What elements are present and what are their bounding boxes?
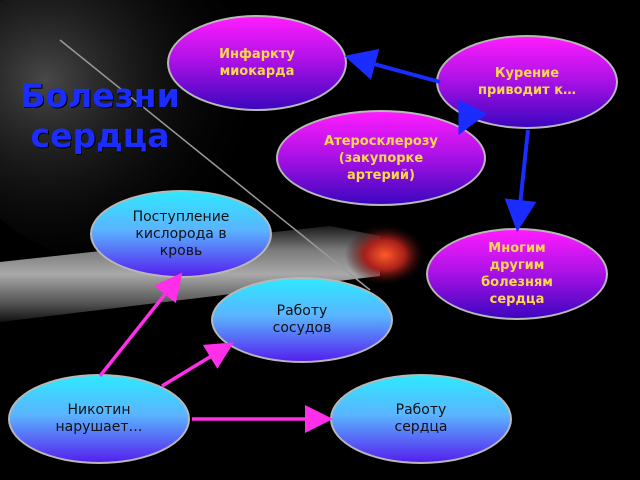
node-oxygen-label: Поступление кислорода в кровь <box>132 208 230 259</box>
node-vessels: Работу сосудов <box>211 277 393 363</box>
node-vessels-label: Работу сосудов <box>272 303 332 336</box>
node-other-diseases: Многим другим болезням сердца <box>426 228 608 320</box>
node-heart-label: Работу сердца <box>394 402 448 435</box>
node-smoking-label: Курение приводит к… <box>477 66 577 98</box>
node-oxygen: Поступление кислорода в кровь <box>90 190 272 278</box>
ashtray-edge <box>59 39 371 291</box>
arrow-nicotine-to-oxygen <box>98 272 183 378</box>
slide-title: Болезни сердца <box>20 76 180 155</box>
node-heart: Работу сердца <box>330 374 512 464</box>
node-atherosclerosis: Атеросклерозу (закупорке артерий) <box>276 110 486 206</box>
node-infarction: Инфаркту миокарда <box>167 15 347 111</box>
node-infarction-label: Инфаркту миокарда <box>219 47 295 79</box>
node-other-diseases-label: Многим другим болезням сердца <box>481 241 553 307</box>
arrow-smoking-to-infarction <box>344 48 441 84</box>
cigarette-ember <box>345 225 425 285</box>
node-nicotine: Никотин нарушает… <box>8 374 190 464</box>
arrow-smoking-to-atherosclerosis <box>458 99 488 136</box>
node-atherosclerosis-label: Атеросклерозу (закупорке артерий) <box>324 133 438 183</box>
arrow-smoking-to-other-diseases <box>504 129 537 232</box>
arrow-nicotine-to-vessels <box>161 342 234 388</box>
node-nicotine-label: Никотин нарушает… <box>55 402 143 435</box>
